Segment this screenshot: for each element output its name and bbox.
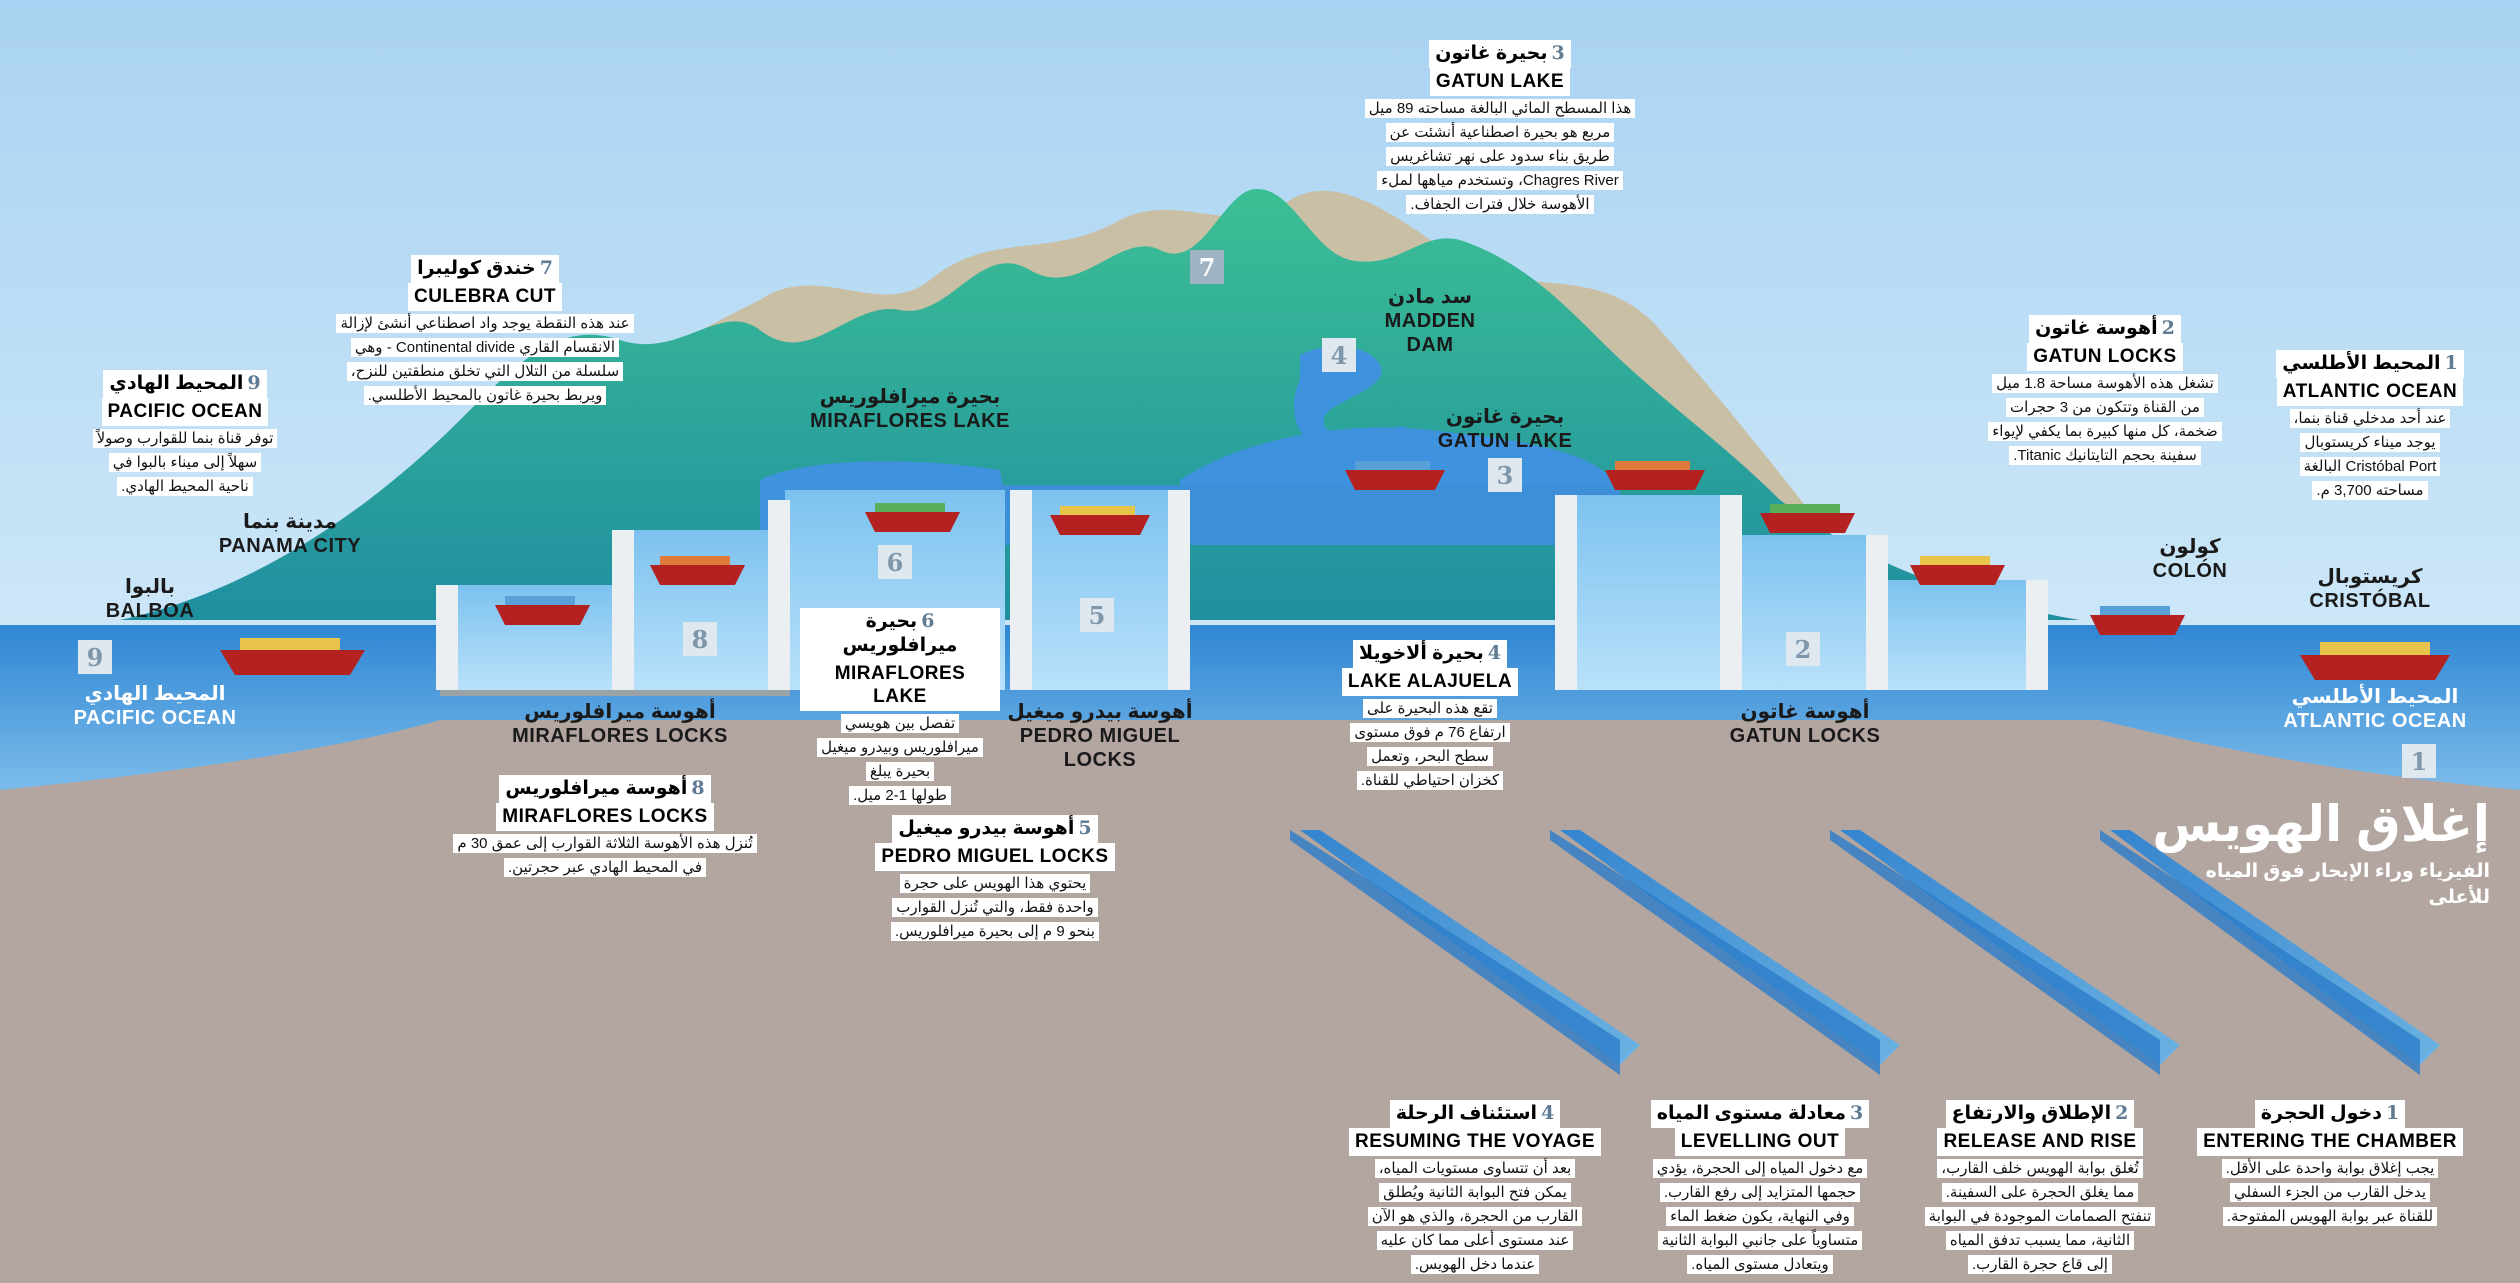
step-card-3: 3معادلة مستوى المياه LEVELLING OUT مع دخ… bbox=[1620, 1100, 1900, 1276]
badge-6: 6 bbox=[878, 545, 912, 579]
ship bbox=[220, 638, 365, 675]
badge-9: 9 bbox=[78, 640, 112, 674]
badge-3: 3 bbox=[1488, 458, 1522, 492]
ship bbox=[2090, 606, 2185, 635]
ship bbox=[1910, 556, 2005, 585]
ship bbox=[1605, 461, 1705, 490]
ship bbox=[495, 596, 590, 625]
badge-5: 5 bbox=[1080, 598, 1114, 632]
page-title: إغلاق الهويس الفيزياء وراء الإبحار فوق ا… bbox=[2152, 796, 2490, 908]
badge-4: 4 bbox=[1322, 338, 1356, 372]
badge-1: 1 bbox=[2402, 744, 2436, 778]
lake-alajuela-water bbox=[1294, 346, 1410, 454]
card-gatun-locks: 2أهوسة غاتون GATUN LOCKS تشغل هذه الأهوس… bbox=[1960, 315, 2250, 467]
ship bbox=[1050, 506, 1150, 535]
gatun-locks-structure bbox=[1555, 495, 2048, 690]
lock-step-illustrations bbox=[1290, 830, 2440, 1075]
card-miraflores-lake: 6بحيرة ميرافلوريس MIRAFLORES LAKE تفصل ب… bbox=[800, 608, 1000, 807]
card-culebra-cut: 7خندق كوليبرا CULEBRA CUT عند هذه النقطة… bbox=[315, 255, 655, 407]
ship bbox=[650, 556, 745, 585]
card-pacific-ocean: 9المحيط الهادي PACIFIC OCEAN توفر قناة ب… bbox=[80, 370, 290, 498]
step-card-4: 4استئناف الرحلة RESUMING THE VOYAGE بعد … bbox=[1340, 1100, 1610, 1276]
card-miraflores-locks: 8أهوسة ميرافلوريس MIRAFLORES LOCKS تُنزل… bbox=[440, 775, 770, 879]
card-lake-alajuela: 4بحيرة ألاخويلا LAKE ALAJUELA تقع هذه ال… bbox=[1330, 640, 1530, 792]
ship bbox=[1760, 504, 1855, 533]
badge-7: 7 bbox=[1190, 250, 1224, 284]
step-card-1: 1دخول الحجرة ENTERING THE CHAMBER يجب إغ… bbox=[2190, 1100, 2470, 1228]
card-gatun-lake: 3بحيرة غاتون GATUN LAKE هذا المسطح المائ… bbox=[1325, 40, 1675, 216]
ship bbox=[865, 503, 960, 532]
badge-2: 2 bbox=[1786, 632, 1820, 666]
card-pedro-miguel-locks: 5أهوسة بيدرو ميغيل PEDRO MIGUEL LOCKS يح… bbox=[860, 815, 1130, 943]
card-atlantic-ocean: 1المحيط الأطلسي ATLANTIC OCEAN عند أحد م… bbox=[2245, 350, 2495, 502]
ship bbox=[1345, 461, 1445, 490]
ship bbox=[2300, 642, 2450, 680]
badge-8: 8 bbox=[683, 622, 717, 656]
step-card-2: 2الإطلاق والارتفاع RELEASE AND RISE تُغل… bbox=[1900, 1100, 2180, 1276]
